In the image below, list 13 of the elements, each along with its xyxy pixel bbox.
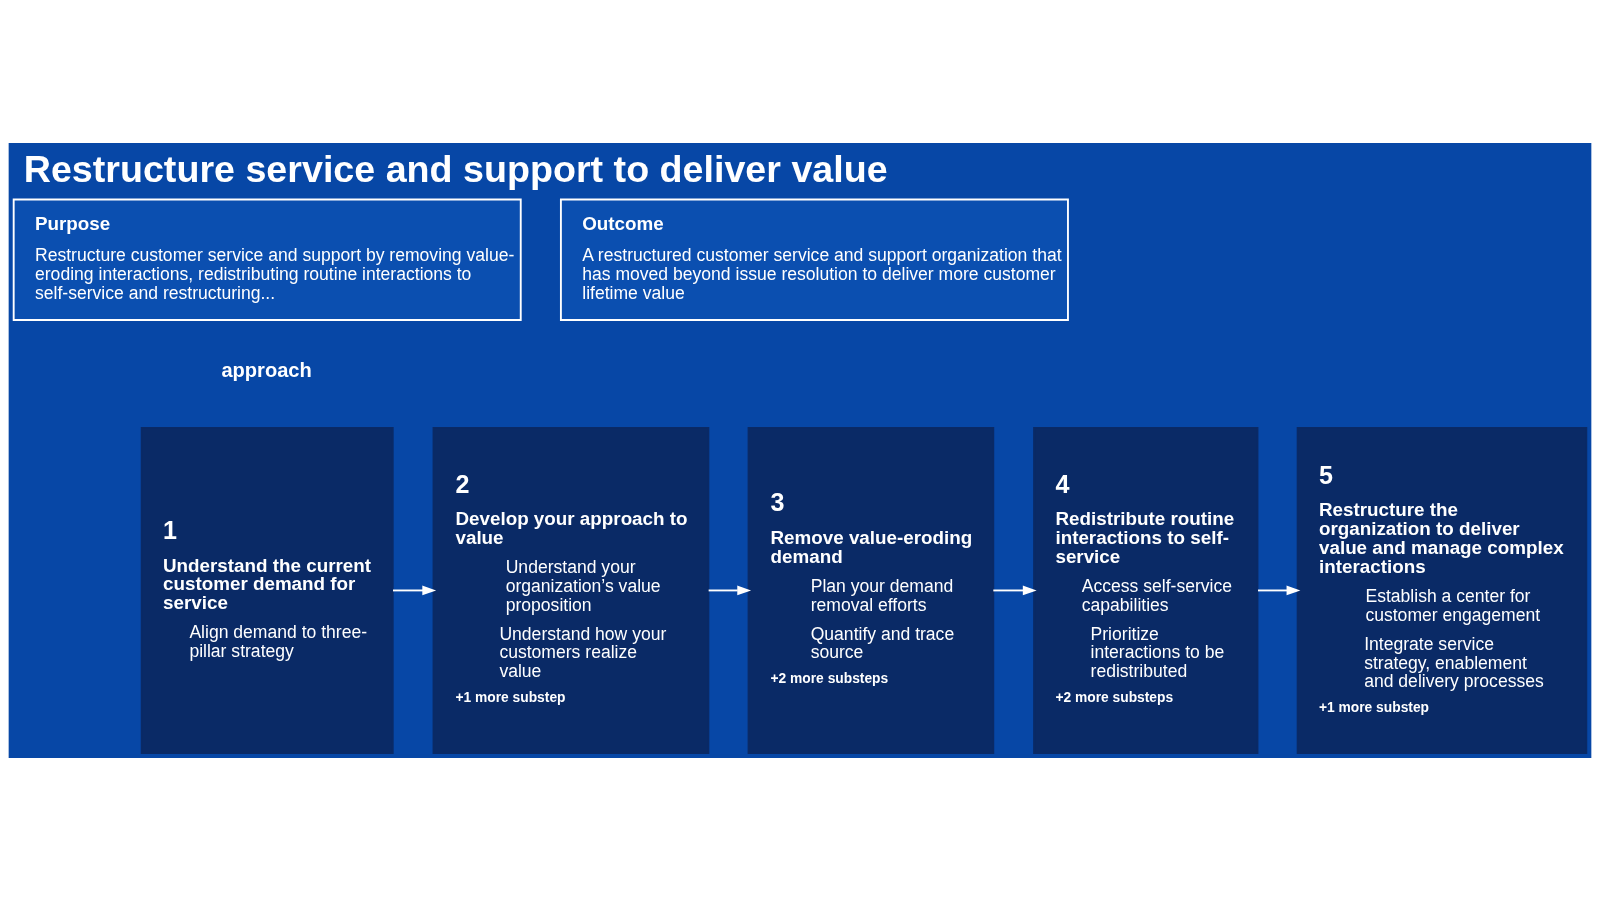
label: approach [221, 358, 312, 381]
diagram-title: Restructure service and support to deliver value [23, 147, 888, 190]
arrow [992, 585, 1037, 595]
node-box: 3 Remove value-eroding demand Plan your demand removal efforts Quantify and trace source +2 more substeps [747, 426, 995, 754]
arrow [1257, 585, 1301, 595]
node-box: 2 Develop your approach to value Understand your organization’s value proposition Understand how your customers realize value +1 more substep [432, 426, 710, 754]
node-box: Purpose Restructure customer service and support by removing value-eroding interactions, redistributing routine interactions to self-service and restructuring... [12, 198, 522, 321]
arrow [392, 585, 437, 595]
node-box: 1 Understand the current customer demand for service Align demand to three-pillar strategy [140, 426, 394, 754]
node-box: 4 Redistribute routine interactions to self-service Access self-service capabilities Prioritize interactions to be redistributed +2 more substeps [1033, 426, 1259, 754]
node-box: Outcome A restructured customer service and support organization that has moved beyond issue resolution to deliver more customer lifetime value [559, 198, 1069, 321]
node-box: 5 Restructure the organization to deliver value and manage complex interactions Establish a center for customer engagement Integrate service strategy, enablement and delivery processes +1 more substep [1296, 426, 1588, 754]
arrow [707, 585, 752, 595]
